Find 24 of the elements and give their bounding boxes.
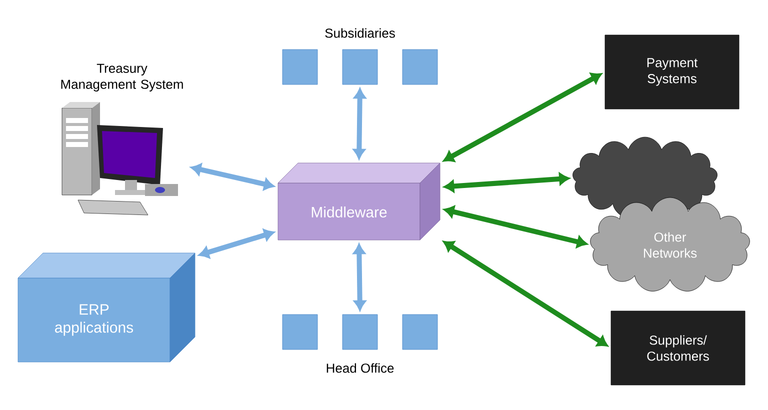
heading: Treasury Management System — [61, 64, 183, 92]
square — [402, 314, 438, 350]
middleware-box: Middleware — [278, 162, 440, 240]
square — [342, 314, 378, 350]
system-box: Suppliers/ Customers — [610, 310, 746, 386]
system-box: Payment Systems — [604, 34, 740, 110]
double-arrow — [198, 229, 274, 258]
double-arrow — [444, 72, 602, 162]
cloud: Other Networks — [590, 197, 750, 292]
double-arrow — [191, 164, 274, 190]
cloud — [572, 136, 718, 218]
double-arrow — [443, 240, 608, 346]
square — [282, 314, 318, 350]
erp-box: ERP applications — [18, 252, 196, 362]
double-arrow — [353, 244, 366, 310]
heading: Head Office — [326, 363, 394, 373]
square — [402, 49, 438, 85]
double-arrow — [444, 173, 570, 192]
double-arrow — [444, 206, 588, 248]
square — [282, 49, 318, 85]
square — [342, 49, 378, 85]
double-arrow — [353, 88, 366, 159]
computer-drawing — [62, 102, 178, 216]
heading: Subsidiaries — [325, 28, 395, 38]
